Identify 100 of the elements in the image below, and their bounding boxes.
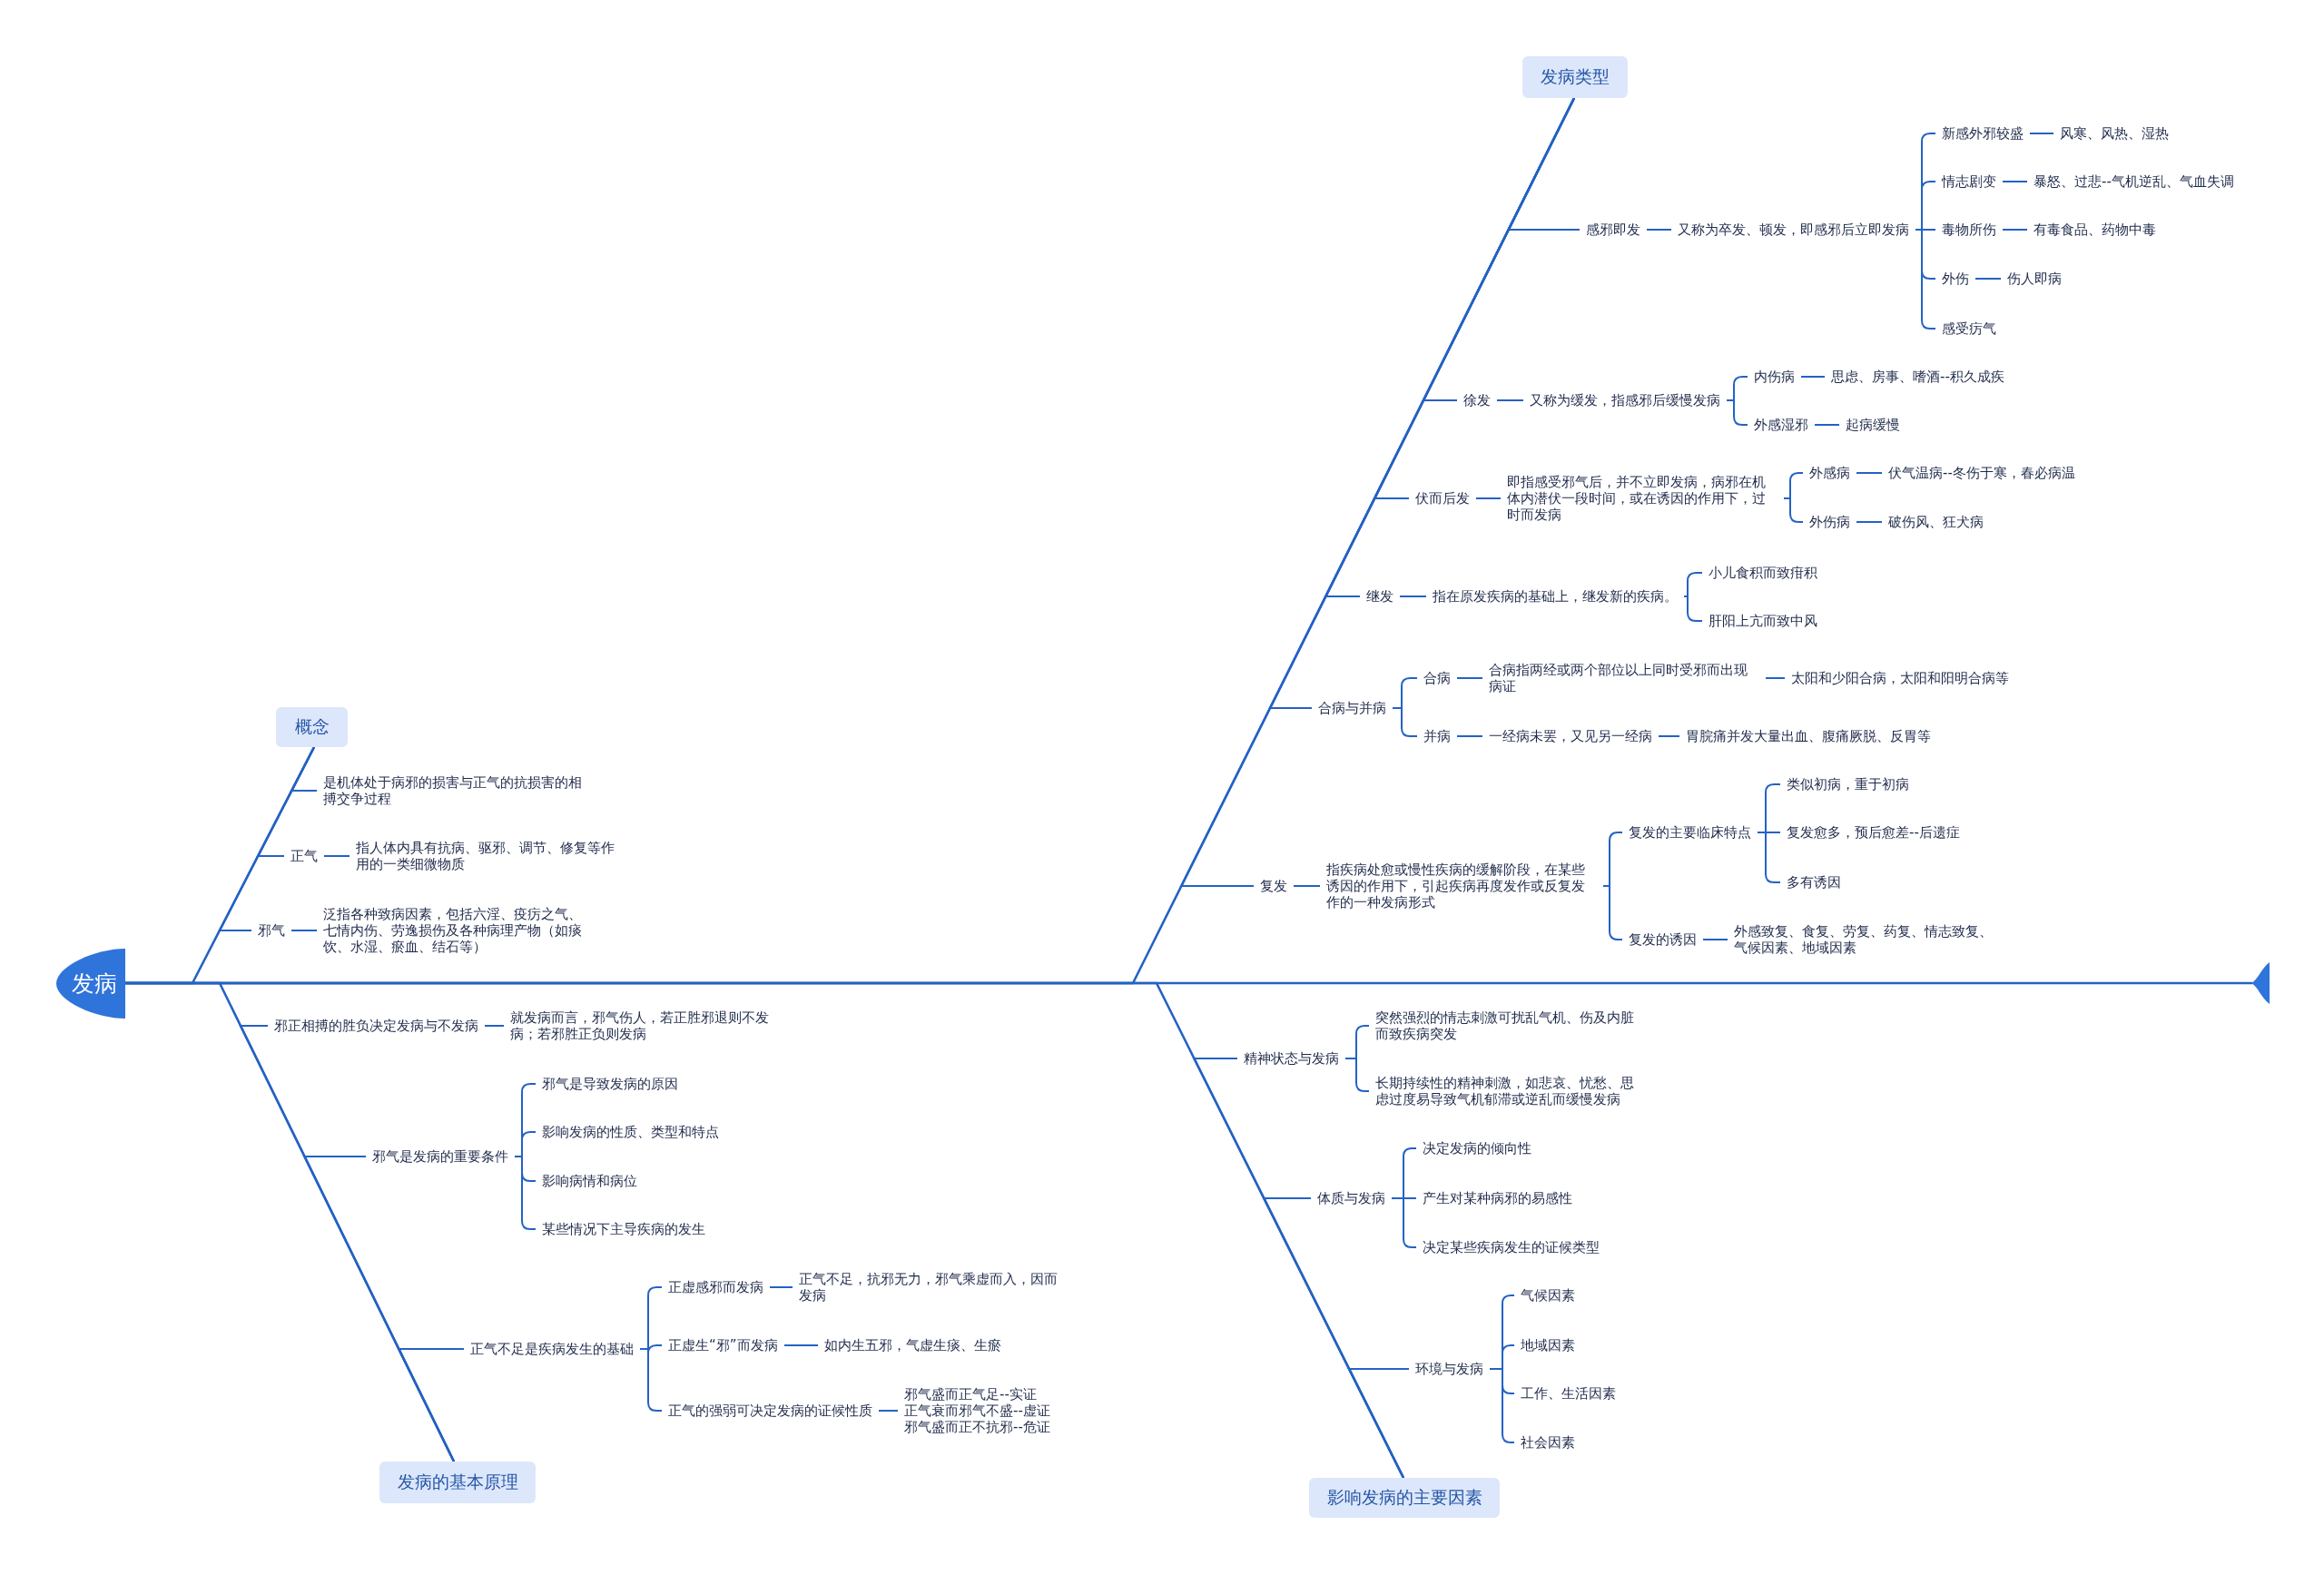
branch-label: 徐发 [1463,392,1491,409]
connector-line [1456,677,1483,679]
branch-label: 正气不足是疾病发生的基础 [470,1341,634,1357]
branch-label: 某些情况下主导疾病的发生 [542,1221,705,1237]
connector-line [2002,181,2028,182]
branch-label: 气候因素 [1521,1287,1575,1304]
head-box: 发病 [56,949,125,1019]
branch-label: 环境与发病 [1415,1361,1483,1377]
branch-label: 指人体内具有抗病、驱邪、调节、修复等作用的一类细微物质 [356,840,626,872]
connector-line [1496,399,1524,401]
connector-line [2029,133,2054,134]
category-box: 发病的基本原理 [379,1462,536,1503]
branch-label: 感受疠气 [1942,320,1996,337]
branch-label: 即指感受邪气后，并不立即发病，病邪在机体内潜伏一段时间，或在诱因的作用下，过时而发病 [1507,474,1777,523]
branch-label: 并病 [1423,728,1451,744]
branch-label: 太阳和少阳合病，太阳和阳明合病等 [1791,670,2009,686]
branch-label: 正气衰而邪气不盛--虚证 [904,1403,1050,1419]
connector-line [1814,424,1840,426]
branch-label: 复发的主要临床特点 [1629,824,1751,841]
branch-label: 外感致复、食复、劳复、药复、情志致复、气候因素、地域因素 [1734,923,2004,956]
branch-label: 多有诱因 [1787,874,1841,891]
branch-label: 继发 [1366,588,1393,605]
branch-label: 邪正相搏的胜负决定发病与不发病 [274,1018,478,1034]
branch-label: 风寒、风热、湿热 [2060,125,2169,142]
branch-label: 肝阳上亢而致中风 [1709,613,1817,629]
branch-label: 合病指两经或两个部位以上同时受邪而出现病证 [1489,662,1759,694]
connector-line [1702,939,1728,940]
branch-label: 指在原发疾病的基础上，继发新的疾病。 [1433,588,1678,605]
branch-label: 外感湿邪 [1754,417,1808,433]
branch-label: 长期持续性的精神刺激，如悲哀、忧愁、思虑过度易导致气机郁滞或逆乱而缓慢发病 [1375,1075,1646,1107]
branch-label: 泛指各种致病因素，包括六淫、疫疠之气、七情内伤、劳逸损伤及各种病理产物（如痰饮、水湿、瘀血、结石等） [323,906,594,955]
branch-label: 破伤风、狂犬病 [1888,514,1984,530]
branch-label: 邪气 [258,922,285,939]
connector-line [1757,832,1781,883]
connector-line [769,1286,793,1288]
connector-line [1856,521,1883,523]
branch-label: 一经病未罢，又见另一经病 [1489,728,1652,744]
branch-label: 复发 [1260,878,1287,894]
connector-line [878,1410,899,1412]
connector-line [290,930,318,931]
branch-label: 正虚生“邪”而发病 [668,1337,778,1354]
branch-label: 地域因素 [1521,1337,1575,1354]
branch-line [1347,1367,1409,1479]
branch-label: 感邪即发 [1586,221,1640,238]
fish-bone-line [125,981,1405,1479]
branch-label: 外伤病 [1809,514,1850,530]
branch-line [397,1347,464,1462]
branch-label: 指疾病处愈或慢性疾病的缓解阶段，在某些诱因的作用下，引起疾病再度发作或反复发作的一种发病形式 [1326,861,1597,911]
branch-line [1179,97,1575,888]
branch-label: 复发愈多，预后愈差--后遗症 [1787,824,1960,841]
branch-label: 伏气温病--冬伤于寒，春必病温 [1888,465,2075,481]
connector-line [1475,497,1502,499]
branch-label: 就发病而言，邪气伤人，若正胜邪退则不发病；若邪胜正负则发病 [510,1009,781,1042]
branch-label: 思虑、房事、嗜酒--积久成疾 [1831,369,2004,385]
branch-label: 又称为缓发，指感邪后缓慢发病 [1530,392,1720,409]
branch-line [218,746,315,932]
branch-label: 复发的诱因 [1629,931,1697,948]
branch-label: 正气 [290,848,318,864]
branch-label: 产生对某种病邪的易感性 [1423,1190,1572,1206]
branch-label: 是机体处于病邪的损害与正气的抗损害的相搏交争过程 [323,774,594,807]
branch-label: 新感外邪较盛 [1942,125,2024,142]
branch-label: 胃脘痛并发大量出血、腹痛厥脱、反胃等 [1686,728,1931,744]
connector-line [1392,707,1418,737]
connector-line [484,1025,505,1027]
branch-label: 情志剧变 [1942,173,1996,190]
branch-label: 小儿食积而致疳积 [1709,565,1817,581]
connector-line [323,855,350,857]
connector-line [1765,677,1786,679]
branch-label: 起病缓慢 [1846,417,1900,433]
branch-label: 合病与并病 [1318,700,1386,716]
connector-line [1683,596,1703,622]
connector-line [1658,735,1680,737]
branch-label: 突然强烈的情志刺激可扰乱气机、伤及内脏而致疾病突发 [1375,1009,1646,1042]
branch-label: 正气的强弱可决定发病的证候性质 [668,1403,872,1419]
branch-label: 邪气盛而正不抗邪--危证 [904,1419,1050,1435]
branch-label: 正气不足，抗邪无力，邪气乘虚而入，因而发病 [799,1271,1069,1304]
branch-label: 决定某些疾病发生的证候类型 [1423,1239,1600,1255]
connector-line [1391,1197,1417,1248]
branch-label: 外伤 [1942,271,1969,287]
branch-label: 工作、生活因素 [1521,1385,1616,1402]
category-box: 影响发病的主要因素 [1309,1478,1500,1518]
connector-line [1800,376,1826,378]
connector-line [783,1344,819,1346]
branch-label: 正虚感邪而发病 [668,1279,763,1295]
branch-label: 合病 [1423,670,1451,686]
branch-label: 精神状态与发病 [1244,1050,1339,1067]
branch-label: 类似初病，重于初病 [1787,776,1909,792]
category-box: 发病类型 [1522,56,1628,98]
branch-label: 又称为卒发、顿发，即感邪后立即发病 [1678,221,1909,238]
connector-line [2002,229,2028,231]
branch-label: 邪气是导致发病的原因 [542,1076,678,1092]
category-box: 概念 [276,707,348,747]
connector-line [1344,1058,1370,1092]
branch-label: 影响病情和病位 [542,1173,637,1189]
branch-label: 伏而后发 [1415,490,1470,507]
branch-label: 内伤病 [1754,369,1795,385]
connector-line [1974,278,2002,280]
branch-label: 伤人即病 [2007,271,2062,287]
branch-label: 有毒食品、药物中毒 [2034,221,2156,238]
fish-tail-icon [2250,962,2271,1004]
